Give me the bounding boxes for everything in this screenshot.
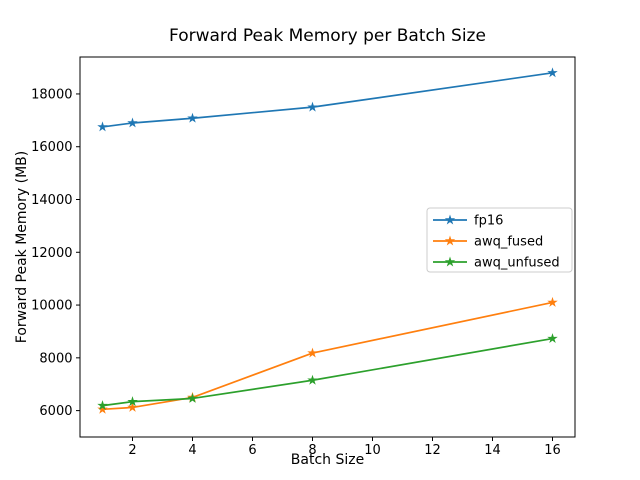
marker-fp16 <box>547 67 558 78</box>
marker-awq_unfused <box>97 400 108 411</box>
legend-label-awq_unfused: awq_unfused <box>474 256 560 271</box>
marker-awq_fused <box>127 401 138 412</box>
marker-awq_fused <box>97 403 108 414</box>
x-tick-label: 16 <box>544 443 561 458</box>
legend-label-awq_fused: awq_fused <box>474 235 543 250</box>
y-tick-label: 16000 <box>31 140 72 155</box>
plot-line-fp16 <box>101 71 554 128</box>
marker-fp16 <box>307 101 318 112</box>
plot-border <box>79 56 576 438</box>
legend-label-fp16: fp16 <box>474 214 503 229</box>
x-tick-label: 6 <box>248 443 256 458</box>
y-tick-label: 12000 <box>31 246 72 261</box>
marker-awq_fused <box>547 296 558 307</box>
y-tick-label: 8000 <box>39 351 72 366</box>
marker-awq_unfused <box>307 374 318 385</box>
marker-awq_unfused <box>547 333 558 344</box>
marker-awq_unfused <box>127 396 138 407</box>
y-tick-label: 10000 <box>31 299 72 314</box>
y-tick-label: 6000 <box>39 404 72 419</box>
legend-marker-awq_unfused <box>444 256 456 267</box>
marker-fp16 <box>97 121 108 132</box>
x-tick-label: 2 <box>128 443 136 458</box>
x-axis-label: Batch Size <box>290 452 365 468</box>
marker-awq_unfused <box>187 392 198 403</box>
legend-marker-fp16 <box>444 214 456 225</box>
x-tick-label: 12 <box>424 443 441 458</box>
x-tick-label: 10 <box>364 443 381 458</box>
x-tick-label: 4 <box>188 443 196 458</box>
marker-awq_fused <box>307 347 318 358</box>
y-tick-label: 18000 <box>31 87 72 102</box>
chart-title: Forward Peak Memory per Batch Size <box>169 26 486 46</box>
y-tick-label: 14000 <box>31 193 72 208</box>
x-tick-label: 8 <box>308 443 316 458</box>
legend-marker-awq_fused <box>444 235 456 246</box>
marker-fp16 <box>187 112 198 123</box>
plot-line-awq_unfused <box>101 337 554 407</box>
marker-fp16 <box>127 117 138 128</box>
x-tick-label: 14 <box>484 443 501 458</box>
plot-line-awq_fused <box>101 301 554 411</box>
legend-box <box>426 207 573 273</box>
